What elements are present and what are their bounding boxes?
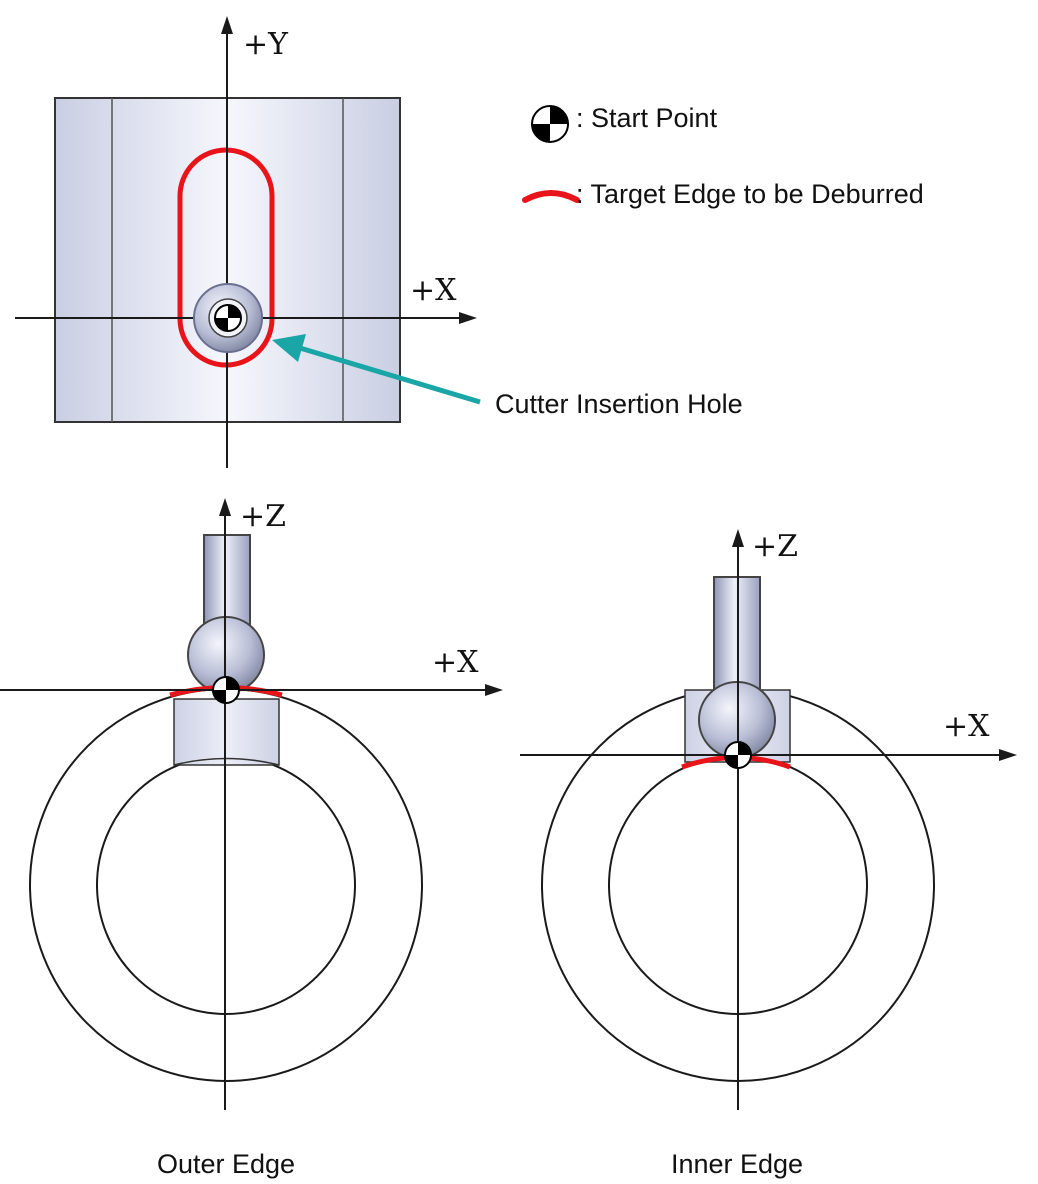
x-axis-arrowhead <box>459 312 477 324</box>
inner-z-axis-label: +Z <box>752 529 798 564</box>
callout-label: Cutter Insertion Hole <box>495 389 743 419</box>
top-y-axis-label: +Y <box>243 27 289 62</box>
legend: : Start Point : Target Edge to be Deburr… <box>522 103 924 209</box>
outer-bore-bottom-arc <box>173 757 280 766</box>
start-point-icon <box>214 304 242 332</box>
callout-arrowhead <box>272 334 306 362</box>
y-axis-arrowhead <box>221 16 233 34</box>
inner-x-axis-label: +X <box>943 709 990 744</box>
callout-arrow-line <box>299 345 481 405</box>
legend-start-point-label: : Start Point <box>576 103 718 133</box>
outer-edge-view: +Z +X Outer Edge <box>0 498 503 1179</box>
outer-z-axis-arrowhead <box>219 498 231 516</box>
outer-x-axis-arrowhead <box>485 684 503 696</box>
inner-edge-view: +Z +X Inner Edge <box>520 529 1017 1179</box>
top-view: +Y +X Cutter Insertion Hole <box>15 16 743 468</box>
outer-edge-caption: Outer Edge <box>157 1149 295 1179</box>
legend-target-edge-label: : Target Edge to be Deburred <box>576 179 924 209</box>
outer-z-axis-label: +Z <box>240 499 286 534</box>
outer-insertion-bore <box>173 698 280 766</box>
start-point-icon <box>724 741 752 769</box>
inner-z-axis-arrowhead <box>732 529 744 547</box>
start-point-icon <box>531 105 569 143</box>
start-point-icon <box>212 676 240 704</box>
inner-edge-caption: Inner Edge <box>671 1149 803 1179</box>
target-edge-icon <box>522 190 580 203</box>
inner-x-axis-arrowhead <box>999 749 1017 761</box>
top-x-axis-label: +X <box>410 273 457 308</box>
outer-x-axis-label: +X <box>432 645 479 680</box>
